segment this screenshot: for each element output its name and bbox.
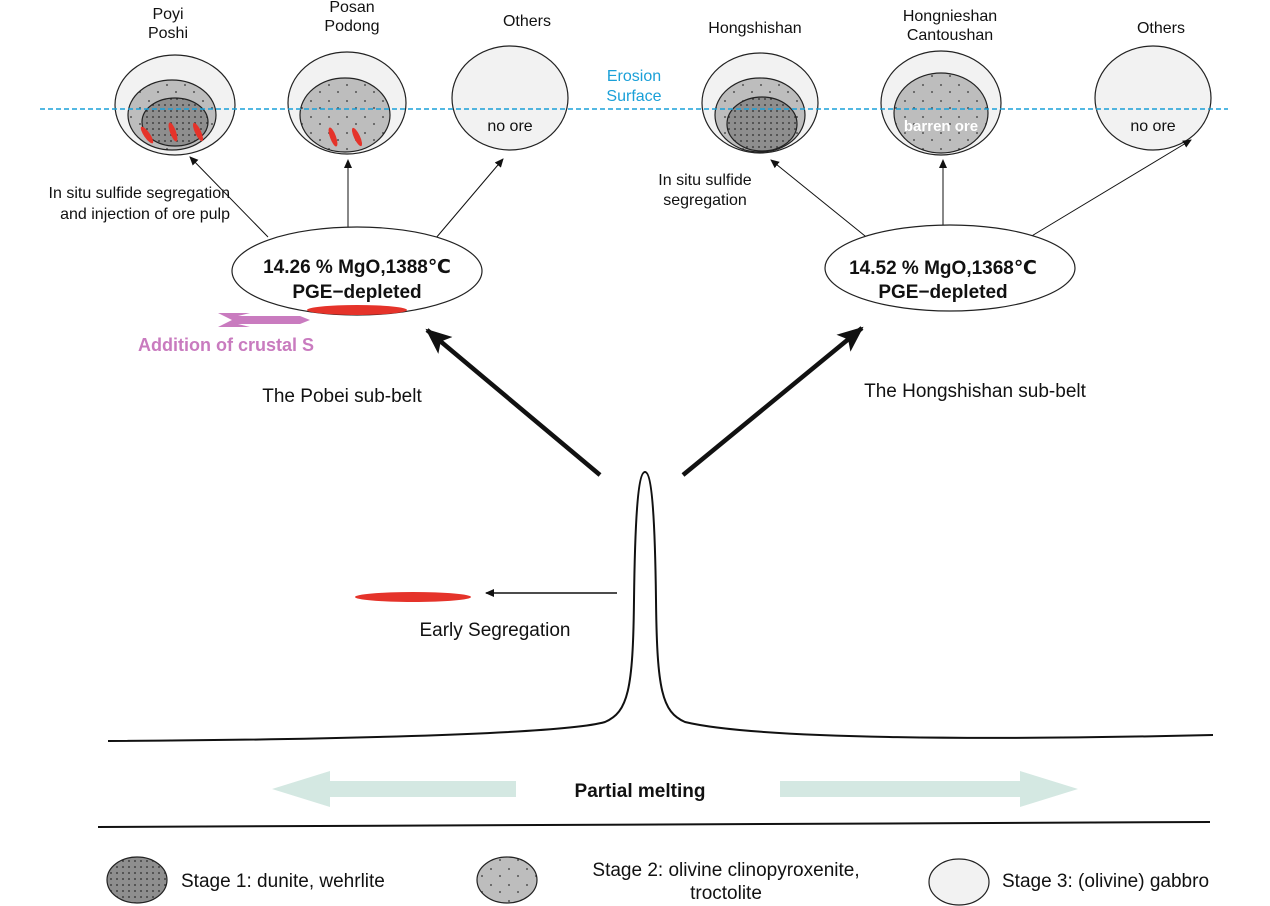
base-line xyxy=(97,821,1211,828)
process-label-left: In situ sulfide segregation and injection… xyxy=(49,185,231,223)
legend-swatch-stage2 xyxy=(476,856,538,904)
note-no-ore-left: no ore xyxy=(487,118,532,135)
melting-arrow-right xyxy=(780,771,1078,807)
melting-arrow-left xyxy=(272,771,516,807)
deposit-others-right xyxy=(1094,45,1212,151)
emplacement-arrows-right xyxy=(770,139,1192,241)
partial-melting-label: Partial melting xyxy=(575,781,706,802)
magma-composition: 14.26 % MgO,1388℃ xyxy=(263,257,451,278)
legend: Stage 1: dunite, wehrlite Stage 2: olivi… xyxy=(106,856,1209,906)
text-line: Others xyxy=(503,13,551,30)
magma-pge: PGE−depleted xyxy=(292,282,421,303)
sulfide-lens xyxy=(351,127,363,147)
text-line: and injection of ore pulp xyxy=(60,206,230,223)
magma-chamber-hongshishan: 14.52 % MgO,1368℃ PGE−depleted xyxy=(824,224,1076,312)
crustal-s-arrow xyxy=(218,313,310,327)
ascent-arrow-pobei xyxy=(425,328,602,477)
text-line: Surface xyxy=(606,88,661,105)
magma-chamber-pobei: 14.26 % MgO,1388℃ PGE−depleted xyxy=(231,226,483,316)
legend-swatch-stage1 xyxy=(106,856,168,904)
mantle-plume-profile xyxy=(107,470,1214,742)
process-label-right: In situ sulfide segregation xyxy=(658,172,751,209)
sulfide-lens xyxy=(328,127,338,147)
note-barren-ore: barren ore xyxy=(904,118,978,135)
early-sulfide-lens xyxy=(355,592,471,602)
magma-composition: 14.52 % MgO,1368℃ xyxy=(849,258,1037,279)
deposit-posan-podong xyxy=(287,51,407,155)
text-line: In situ sulfide segregation xyxy=(49,185,230,202)
deposit-name-others-left: Others xyxy=(503,13,551,30)
text-line: segregation xyxy=(663,192,747,209)
text-line: Stage 2: olivine clinopyroxenite, xyxy=(592,860,859,881)
sulfide-lens xyxy=(140,126,154,144)
sub-belt-pobei: The Pobei sub-belt xyxy=(262,386,422,407)
text-line: Erosion xyxy=(607,68,661,85)
text-line: Others xyxy=(1137,20,1185,37)
legend-label-stage1: Stage 1: dunite, wehrlite xyxy=(181,871,385,892)
magma-pge: PGE−depleted xyxy=(878,282,1007,303)
text-line: troctolite xyxy=(690,883,762,904)
text-line: Hongshishan xyxy=(708,20,801,37)
crustal-s-label: Addition of crustal S xyxy=(138,335,314,355)
sulfide-pool xyxy=(307,305,407,315)
legend-label-stage2: Stage 2: olivine clinopyroxenite,troctol… xyxy=(592,860,859,904)
deposit-hongnieshan-cantoushan xyxy=(880,50,1002,156)
deposit-hongshishan xyxy=(701,52,819,154)
text-line: In situ sulfide xyxy=(658,172,751,189)
text-line: Podong xyxy=(324,18,379,35)
text-line: Hongnieshan xyxy=(903,8,997,25)
legend-swatch-stage3 xyxy=(928,858,990,906)
deposit-others-left xyxy=(451,45,569,151)
text-line: Posan xyxy=(329,0,374,16)
text-line: Cantoushan xyxy=(907,27,993,44)
sulfide-lens xyxy=(192,122,204,142)
ascent-arrow-hongshishan xyxy=(681,326,864,477)
note-no-ore-right: no ore xyxy=(1130,118,1175,135)
deposit-name-hongshishan: Hongshishan xyxy=(708,20,801,37)
sulfide-lens xyxy=(168,122,178,142)
legend-label-stage3: Stage 3: (olivine) gabbro xyxy=(1002,871,1209,892)
early-segregation-label: Early Segregation xyxy=(419,620,570,641)
sub-belt-hongshishan: The Hongshishan sub-belt xyxy=(864,381,1087,402)
deposit-name-others-right: Others xyxy=(1137,20,1185,37)
